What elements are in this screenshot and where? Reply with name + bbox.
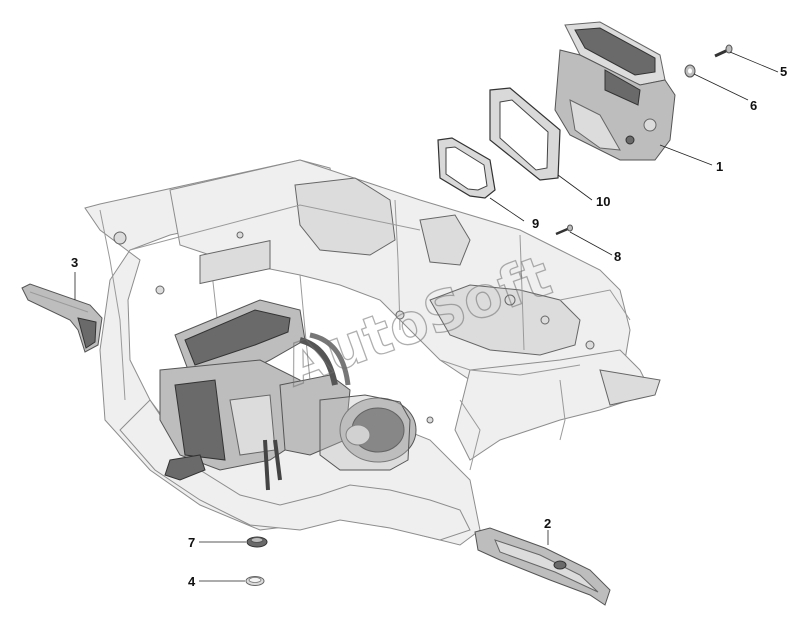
hvac-assembly (159, 240, 417, 491)
callout-6: 6 (750, 98, 757, 113)
callout-7: 7 (188, 535, 195, 550)
callout-labels: 1 2 3 4 5 6 7 8 9 10 (71, 64, 787, 589)
callout-1: 1 (716, 159, 723, 174)
callout-8: 8 (614, 249, 621, 264)
part-3-left-duct (21, 283, 103, 353)
callout-10: 10 (596, 194, 610, 209)
part-6-washer (684, 64, 696, 78)
callout-5: 5 (780, 64, 787, 79)
callout-3: 3 (71, 255, 78, 270)
part-2-lower-duct (474, 527, 611, 606)
callout-9: 9 (532, 216, 539, 231)
callout-2: 2 (544, 516, 551, 531)
part-4-plug (245, 576, 265, 586)
part-9-gasket (437, 137, 496, 199)
part-7-grommet (246, 536, 268, 548)
part-1-air-inlet-housing (554, 21, 676, 161)
leader-lines (74, 51, 779, 582)
part-5-bolt (714, 44, 733, 58)
callout-4: 4 (188, 574, 196, 589)
part-10-seal-frame (489, 87, 561, 181)
part-8-screw (555, 224, 573, 236)
